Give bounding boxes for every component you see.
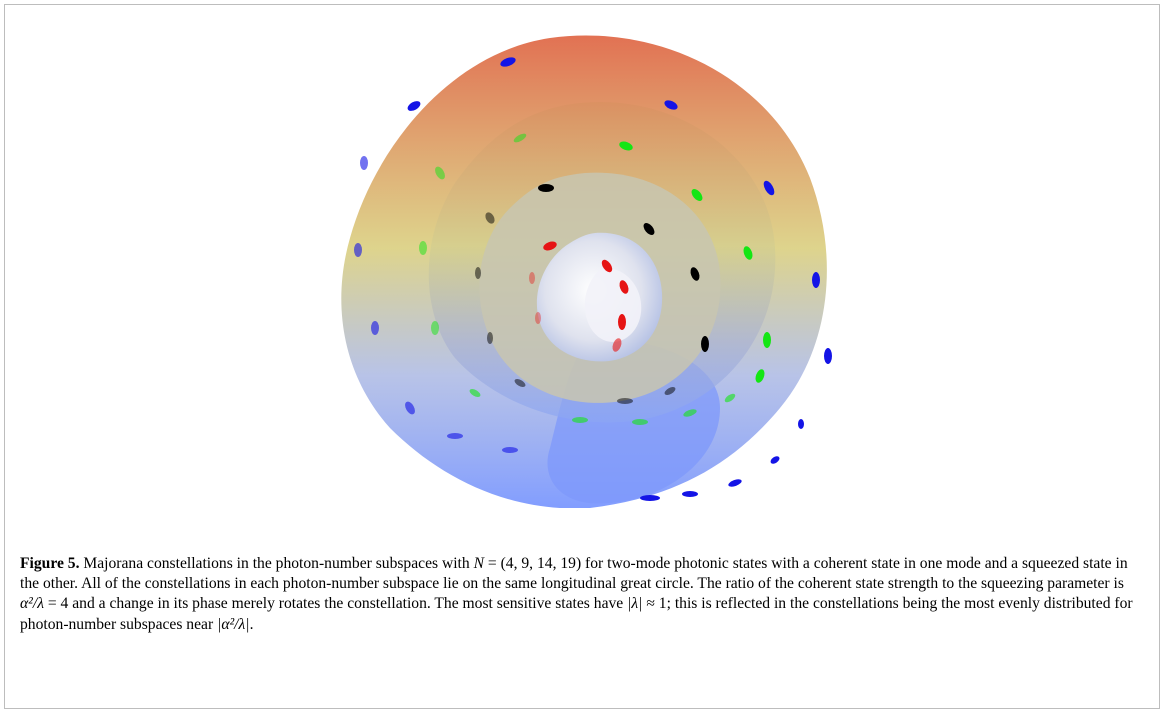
- caption-math-lambda: |λ|: [627, 595, 643, 613]
- caption-text-1: Majorana constellations in the photon-nu…: [83, 555, 474, 572]
- constellation-n19: [354, 57, 832, 501]
- caption-text-3: = 4 and a change in its phase merely rot…: [43, 595, 628, 613]
- constellation-n9: [475, 184, 709, 404]
- caption-text-4: ≈ 1; this is reflected in the constellat…: [20, 595, 1133, 633]
- caption-math-ratio: α²/λ: [20, 595, 44, 613]
- figure-caption: Figure 5. Majorana constellations in the…: [20, 554, 1140, 635]
- caption-math-abs-ratio: |α²/λ|: [217, 615, 250, 633]
- caption-text-5: .: [249, 615, 254, 633]
- caption-text-2: = (4, 9, 14, 19) for two-mode photonic s…: [20, 555, 1128, 593]
- constellation-points: [354, 57, 832, 501]
- caption-math-n: N: [473, 555, 484, 572]
- figure-label: Figure 5.: [20, 555, 80, 572]
- constellation-n14: [419, 133, 771, 425]
- constellation-n4: [529, 241, 629, 352]
- majorana-constellation-figure: [341, 35, 832, 508]
